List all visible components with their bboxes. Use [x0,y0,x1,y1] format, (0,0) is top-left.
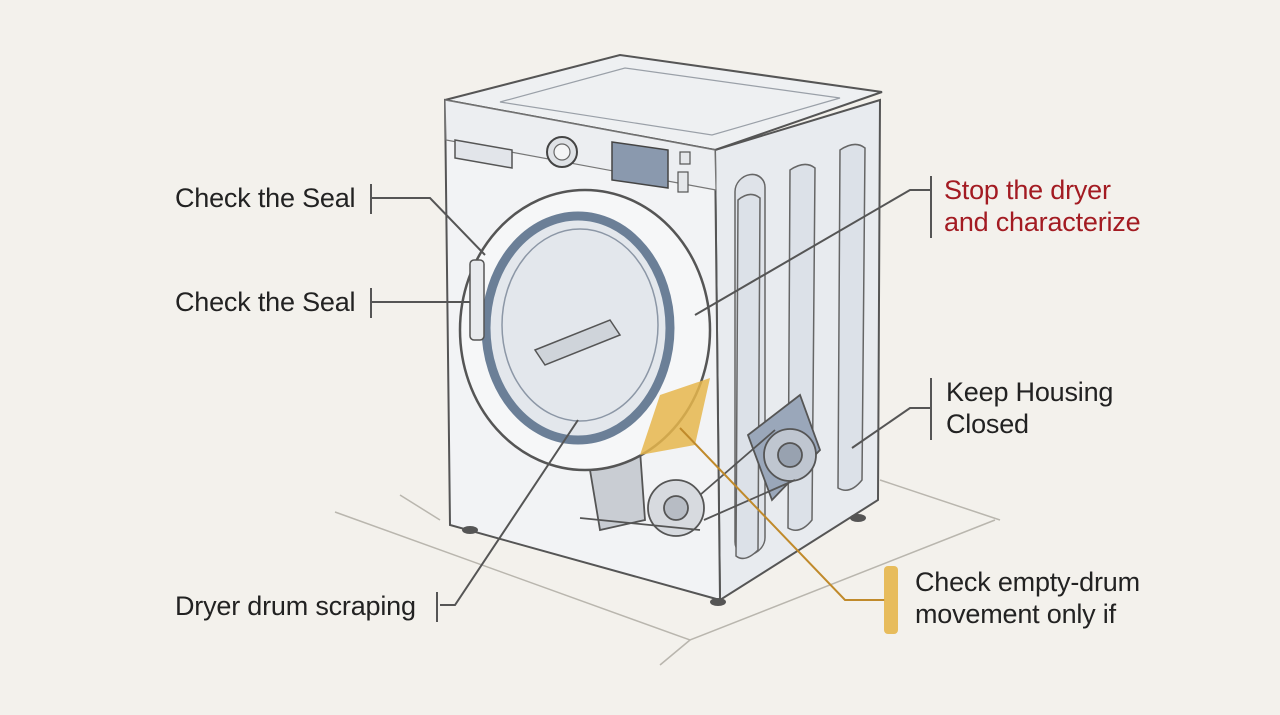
drive-mechanism [579,393,822,537]
label-keep-housing-line1: Keep Housing [946,377,1114,407]
dryer-feet [462,514,866,606]
bracket-seal-mid [366,288,372,318]
floor-lines [334,479,1001,666]
leader-housing [851,407,930,449]
bracket-drum-scraping [432,592,438,622]
display-screen-icon [611,141,669,189]
dryer-door [458,188,712,472]
bracket-seal-top [366,184,372,214]
leader-empty-drum [679,427,885,601]
label-keep-housing-line2: Closed [946,409,1029,439]
bracket-stop-dryer [930,176,932,238]
leader-seal-top [372,197,486,256]
label-empty-drum-line2: movement only if [915,599,1116,629]
label-empty-drum-line1: Check empty-drum [915,567,1140,597]
label-check-seal-mid: Check the Seal [175,287,356,317]
dryer-side-panel [713,98,882,602]
drum-contact-highlight [640,378,710,455]
control-panel [454,136,691,193]
highlight-empty-drum [884,566,898,634]
bracket-housing [930,378,932,440]
leader-stop-dryer [694,189,930,316]
label-stop-dryer-line2: and characterize [944,207,1141,237]
label-dryer-drum-scraping: Dryer drum scraping [175,591,416,621]
leader-drum-scraping [440,419,579,606]
leader-lines [372,189,930,606]
label-check-seal-top: Check the Seal [175,183,356,213]
detergent-drawer-icon [454,139,513,169]
label-stop-dryer-line1: Stop the dryer [944,175,1111,205]
